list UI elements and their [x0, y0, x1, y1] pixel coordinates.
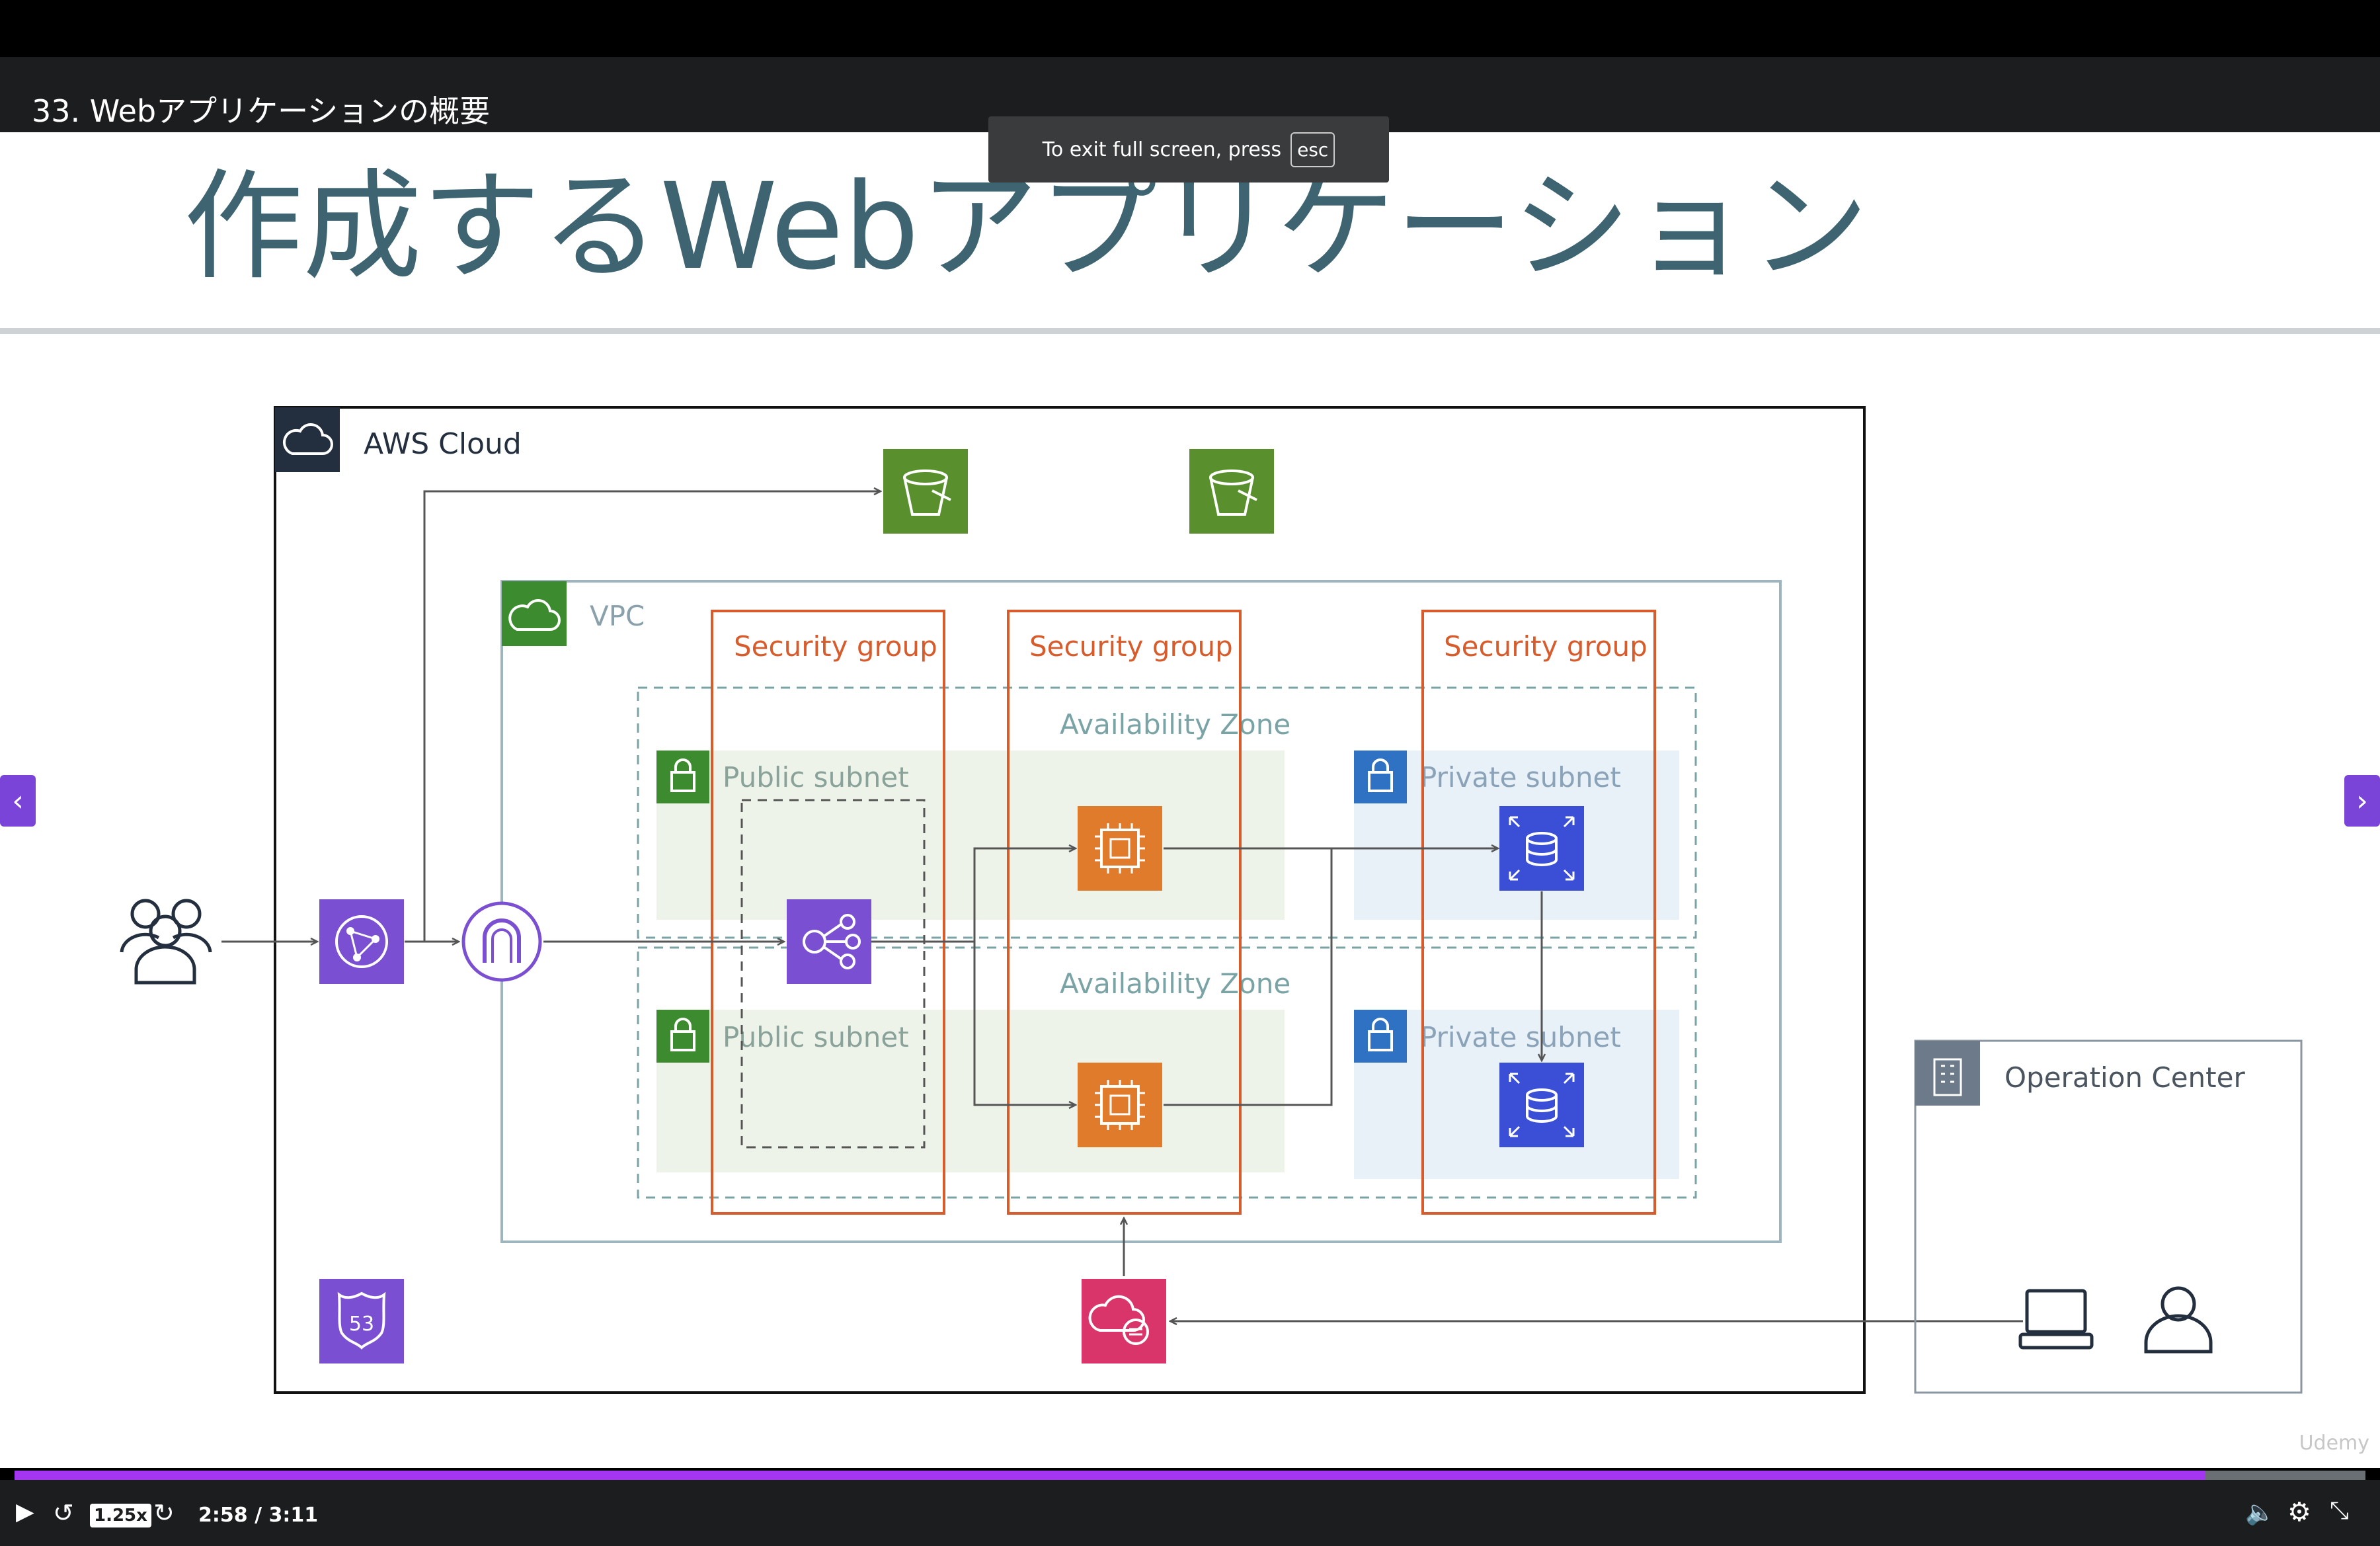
udemy-watermark: Udemy [2299, 1432, 2369, 1455]
exit-fullscreen-icon[interactable]: ⤡ [2330, 1497, 2349, 1524]
progress-fill [15, 1471, 2206, 1480]
volume-icon[interactable]: 🔈 [2245, 1499, 2275, 1526]
availability-zone-label: Availability Zone [1060, 708, 1290, 741]
lecture-slide: 作成するWebアプリケーション AWS Cloud VPC [0, 132, 2380, 1468]
fullscreen-toast: To exit full screen, press esc [988, 116, 1389, 183]
aws-cloud-group [274, 406, 1866, 1394]
lock-icon [1354, 1010, 1407, 1063]
operation-center-label: Operation Center [2004, 1061, 2245, 1094]
security-group-ec2 [1007, 610, 1242, 1215]
rewind-icon[interactable]: ↺ [53, 1498, 74, 1527]
laptop-icon [2018, 1289, 2094, 1350]
next-lecture-button[interactable]: › [2344, 775, 2380, 827]
s3-bucket-icon [883, 449, 968, 534]
play-icon[interactable]: ▶ [16, 1498, 34, 1526]
forward-icon[interactable]: ↻ [153, 1498, 175, 1527]
private-subnet-label: Private subnet [1420, 1021, 1621, 1053]
security-group-label: Security group [734, 630, 937, 663]
public-subnet-label: Public subnet [723, 761, 909, 793]
users-icon [120, 899, 212, 985]
s3-bucket-icon [1189, 449, 1274, 534]
previous-lecture-button[interactable]: ‹ [0, 775, 36, 827]
vpc-cloud-lock-icon [508, 599, 561, 631]
header-top-strip [0, 0, 2380, 57]
lock-icon [656, 1010, 709, 1063]
public-subnet-label: Public subnet [723, 1021, 909, 1053]
ec2-instance-icon [1078, 1063, 1162, 1147]
lock-icon [1354, 751, 1407, 803]
ec2-instance-icon [1078, 806, 1162, 891]
user-icon [2144, 1286, 2213, 1354]
load-balancer-icon [787, 899, 871, 984]
internet-gateway-icon [461, 901, 542, 982]
building-icon [1915, 1041, 1980, 1106]
player-header: 33. Webアプリケーションの概要 [0, 0, 2380, 132]
title-divider [0, 328, 2380, 334]
connectors [221, 491, 2023, 1321]
public-subnet-2 [656, 1010, 1285, 1172]
lecture-title: 33. Webアプリケーションの概要 [32, 93, 491, 129]
settings-gear-icon[interactable]: ⚙ [2287, 1497, 2311, 1527]
security-group-label: Security group [1029, 630, 1233, 663]
route53-icon: 53 [319, 1279, 404, 1363]
svg-text:53: 53 [349, 1313, 374, 1336]
public-subnet-1 [656, 751, 1285, 920]
operation-center-group [1914, 1039, 2303, 1394]
systems-manager-icon [1082, 1279, 1166, 1363]
vpc-label: VPC [590, 600, 645, 632]
progress-bar[interactable] [15, 1471, 2365, 1480]
lock-icon [656, 751, 709, 803]
security-group-alb [711, 610, 945, 1215]
time-display: 2:58 / 3:11 [198, 1504, 319, 1527]
esc-key-badge: esc [1290, 132, 1335, 167]
player-controls: ▶ ↺ 1.25x ↻ 2:58 / 3:11 🔈 ⚙ ⤡ [0, 1480, 2380, 1546]
availability-zone-label: Availability Zone [1060, 967, 1290, 1000]
chevron-right-icon: › [2356, 784, 2368, 818]
availability-zone-1 [637, 686, 1697, 939]
rds-database-icon [1499, 1063, 1584, 1147]
load-balancer-span [740, 799, 926, 1149]
fullscreen-toast-text: To exit full screen, press [1042, 138, 1282, 161]
security-group-label: Security group [1444, 630, 1647, 663]
cloudfront-icon [319, 899, 404, 984]
availability-zone-2 [637, 946, 1697, 1199]
rds-database-icon [1499, 806, 1584, 891]
playback-speed-button[interactable]: 1.25x [90, 1504, 151, 1527]
private-subnet-label: Private subnet [1420, 761, 1621, 793]
aws-cloud-label: AWS Cloud [364, 427, 522, 461]
security-group-rds [1421, 610, 1656, 1215]
architecture-diagram: 作成するWebアプリケーション AWS Cloud VPC [0, 158, 2380, 1455]
cloud-icon [283, 423, 333, 455]
chevron-left-icon: ‹ [12, 784, 24, 818]
